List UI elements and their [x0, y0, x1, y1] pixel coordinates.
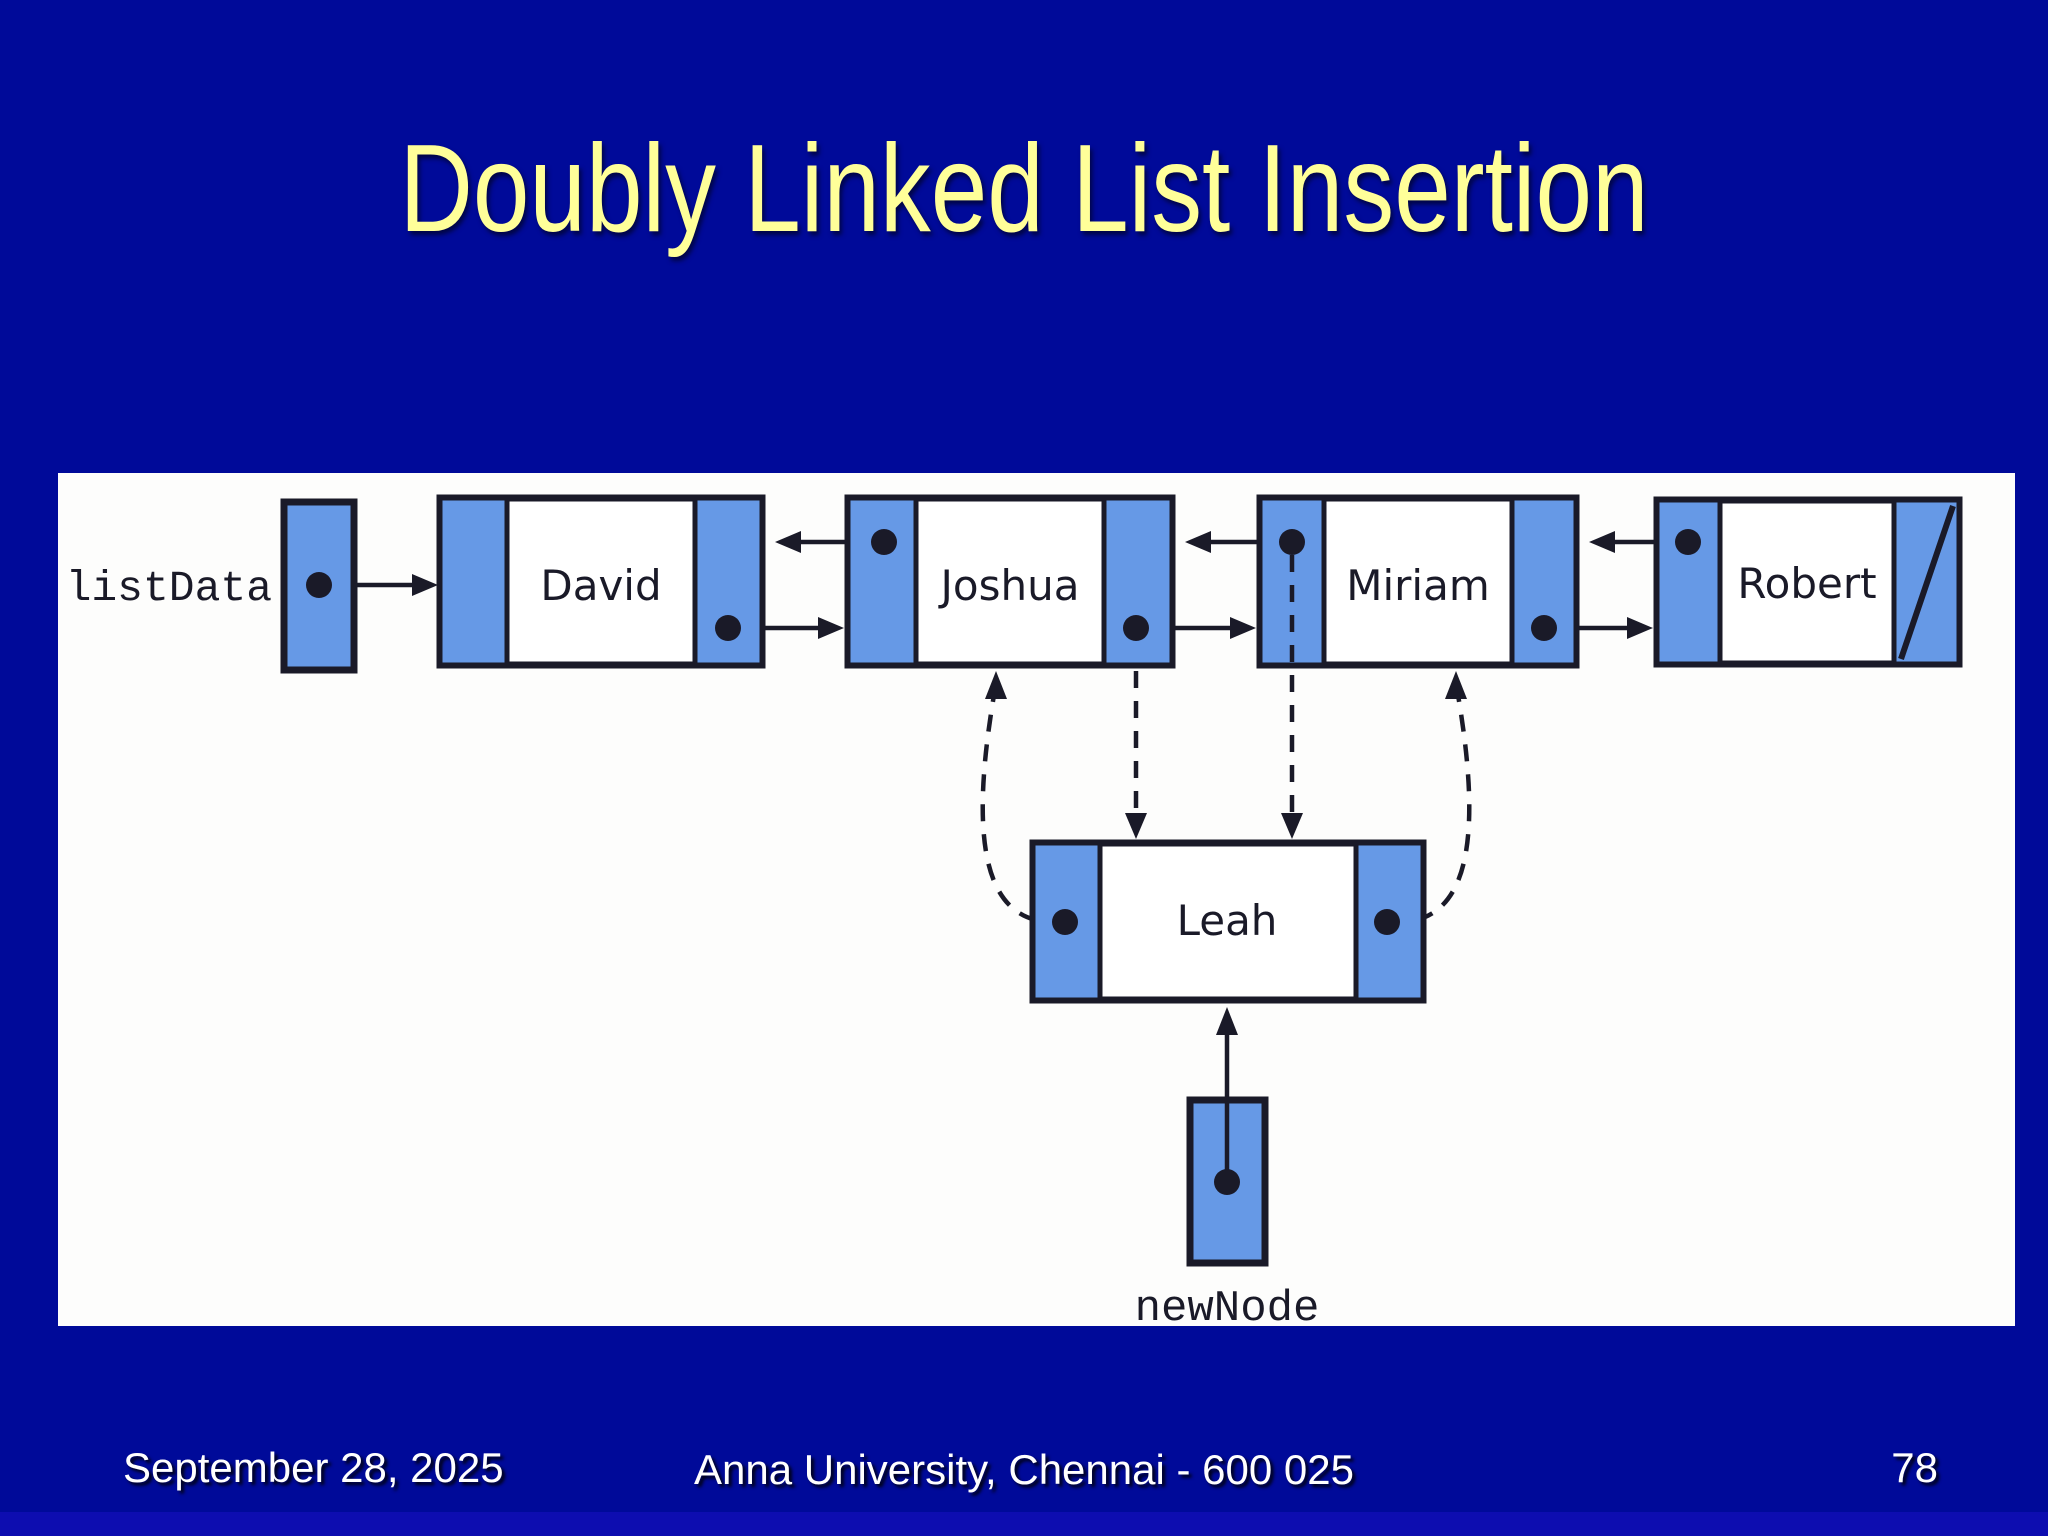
arrowhead-joshua-prev [775, 531, 801, 553]
arrowhead-david-next [818, 617, 844, 639]
listdata-pointer-dot [306, 572, 332, 598]
miriam-prev-cell [1257, 495, 1327, 668]
footer-date: September 28, 2025 [123, 1444, 504, 1491]
joshua-prev-cell [845, 495, 919, 668]
node-robert: Robert [1653, 496, 1963, 668]
leah-next-dot [1374, 909, 1400, 935]
arrowhead-dashed-up-left [985, 671, 1007, 699]
miriam-label: Miriam [1346, 561, 1490, 610]
joshua-next-dot [1123, 615, 1149, 641]
node-david: David [436, 494, 766, 669]
footer-page-number: 78 [1891, 1444, 1938, 1491]
david-prev-cell [437, 495, 510, 668]
miriam-next-dot [1531, 615, 1557, 641]
node-leah: Leah [1029, 839, 1427, 1004]
arrowhead-miriam-prev [1185, 531, 1211, 553]
arrowhead-joshua-next [1230, 617, 1256, 639]
arrowhead-newnode-up [1216, 1007, 1238, 1035]
arrowhead-listdata [412, 574, 438, 596]
listdata-label: listData [66, 564, 272, 613]
arrowhead-robert-prev [1589, 531, 1615, 553]
dashed-leah-next-to-miriam [1386, 694, 1472, 925]
arrowhead-dashed-up-right [1445, 671, 1467, 699]
robert-label: Robert [1737, 559, 1876, 608]
robert-prev-cell [1654, 497, 1723, 667]
footer-institution: Anna University, Chennai - 600 025 [694, 1446, 1354, 1493]
newnode-pointer: newNode [1135, 1096, 1320, 1326]
leah-label: Leah [1177, 896, 1278, 945]
joshua-label: Joshua [938, 561, 1080, 610]
joshua-prev-dot [871, 529, 897, 555]
leah-prev-dot [1052, 909, 1078, 935]
david-next-dot [715, 615, 741, 641]
newnode-label: newNode [1135, 1284, 1320, 1326]
arrowhead-dashed-down-right [1281, 813, 1303, 839]
slide-title: Doubly Linked List Insertion [399, 120, 1649, 258]
david-label: David [540, 561, 661, 610]
robert-null-slash [1898, 505, 1956, 660]
newnode-dot [1214, 1169, 1240, 1195]
arrowhead-dashed-down-left [1125, 813, 1147, 839]
diagram-panel: listData David Joshua [58, 473, 2015, 1326]
node-miriam: Miriam [1256, 494, 1580, 669]
dashed-leah-prev-to-joshua [980, 694, 1066, 925]
robert-prev-dot [1675, 529, 1701, 555]
linked-list-diagram: listData David Joshua [66, 494, 1963, 1326]
node-joshua: Joshua [844, 494, 1176, 669]
bottom-accent-strip [0, 1512, 2048, 1536]
arrowhead-miriam-next [1627, 617, 1653, 639]
miriam-prev-dot [1279, 529, 1305, 555]
